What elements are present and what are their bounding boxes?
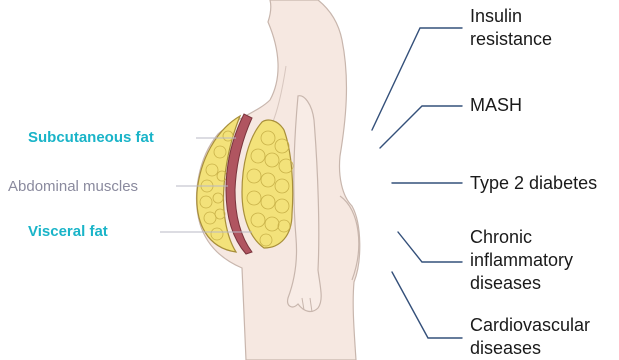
- condition-line: Type 2 diabetes: [470, 172, 597, 195]
- condition-line: MASH: [470, 94, 522, 117]
- subcutaneous-fat-label: Subcutaneous fat: [28, 130, 154, 145]
- visceral-fat-label: Visceral fat: [28, 224, 108, 239]
- chronic-inflammatory-leader: [398, 232, 462, 262]
- condition-line: inflammatory: [470, 249, 573, 272]
- condition-type2-diabetes: Type 2 diabetes: [470, 172, 597, 195]
- condition-line: Insulin: [470, 5, 552, 28]
- condition-line: Cardiovascular: [470, 314, 590, 337]
- condition-line: diseases: [470, 337, 590, 360]
- cardiovascular-leader: [392, 272, 462, 338]
- condition-line: Chronic: [470, 226, 573, 249]
- mash-leader: [380, 106, 462, 148]
- abdominal-muscles-label: Abdominal muscles: [8, 179, 138, 194]
- condition-mash: MASH: [470, 94, 522, 117]
- condition-chronic-inflammatory: Chronic inflammatory diseases: [470, 226, 573, 295]
- insulin-resistance-leader: [372, 28, 462, 130]
- condition-line: diseases: [470, 272, 573, 295]
- condition-line: resistance: [470, 28, 552, 51]
- condition-insulin-resistance: Insulin resistance: [470, 5, 552, 51]
- condition-cardiovascular: Cardiovascular diseases: [470, 314, 590, 360]
